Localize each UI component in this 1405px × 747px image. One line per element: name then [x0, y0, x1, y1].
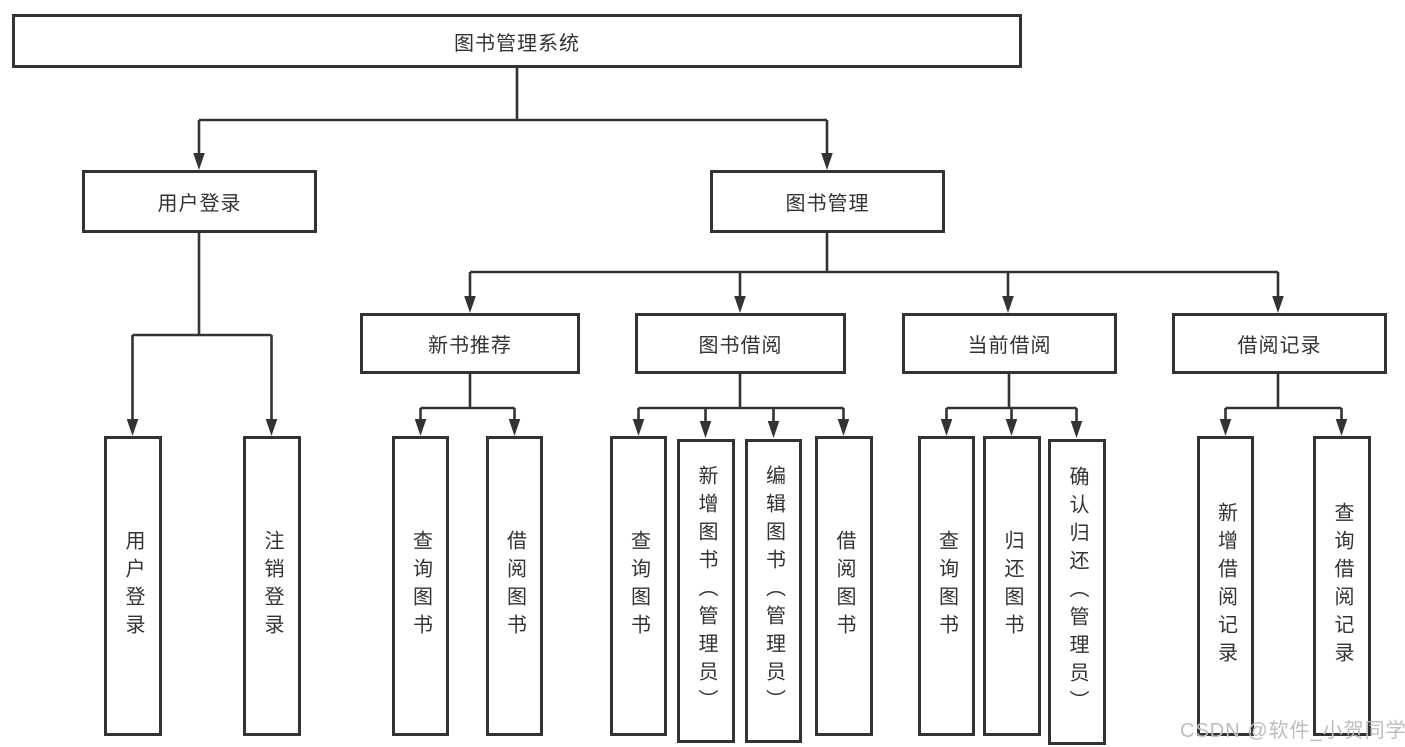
- node-leaf-return-books: 归还图书: [983, 436, 1041, 736]
- node-leaf-query-borrow-record: 查询借阅记录: [1313, 436, 1371, 736]
- node-label: 新增图书（管理员）: [695, 465, 717, 717]
- node-borrow-record: 借阅记录: [1172, 313, 1387, 374]
- node-leaf-add-books-admin: 新增图书（管理员）: [677, 439, 735, 743]
- node-leaf-query-books-2: 查询图书: [610, 436, 667, 736]
- node-label: 查询借阅记录: [1331, 502, 1353, 670]
- node-label: 图书管理系统: [454, 32, 580, 55]
- node-label: 编辑图书（管理员）: [762, 465, 785, 717]
- node-leaf-edit-books-admin: 编辑图书（管理员）: [745, 439, 802, 743]
- node-label: 注销登录: [261, 530, 283, 642]
- csdn-watermark: CSDN @软件_小贺同学: [1180, 720, 1405, 742]
- connector-bookborrow-to-leaves: [637, 374, 845, 425]
- node-label: 图书管理: [785, 193, 870, 215]
- node-label: 查询图书: [627, 530, 650, 642]
- node-label: 图书借阅: [698, 335, 783, 357]
- connector-userlogin-to-leaves: [131, 233, 273, 423]
- node-book-borrow: 图书借阅: [635, 313, 846, 374]
- node-leaf-borrow-books-1: 借阅图书: [486, 436, 543, 736]
- node-label: 借阅图书: [503, 530, 526, 642]
- node-label: 当前借阅: [967, 335, 1052, 357]
- connector-bookmgmt-to-level3: [468, 233, 1280, 300]
- node-label: 借阅图书: [833, 530, 855, 642]
- node-current-borrow: 当前借阅: [902, 313, 1117, 374]
- node-label: 用户登录: [122, 530, 144, 642]
- node-label: 查询图书: [935, 530, 958, 642]
- node-label: 新增借阅记录: [1214, 502, 1237, 670]
- arrowheads: [126, 153, 1348, 438]
- node-root: 图书管理系统: [12, 14, 1022, 68]
- node-user-login: 用户登录: [82, 170, 317, 233]
- connector-root-to-level2: [197, 68, 829, 157]
- node-new-book-recommend: 新书推荐: [360, 313, 580, 374]
- node-label: 确认归还（管理员）: [1066, 466, 1088, 718]
- node-leaf-add-borrow-record: 新增借阅记录: [1197, 436, 1254, 736]
- node-leaf-logout-login: 注销登录: [243, 436, 301, 736]
- node-leaf-user-login: 用户登录: [104, 436, 162, 736]
- node-label: 归还图书: [1001, 530, 1023, 642]
- node-leaf-borrow-books-2: 借阅图书: [815, 436, 873, 736]
- connector-borrowrecord-to-leaves: [1224, 374, 1343, 423]
- connector-currentborrow-to-leaves: [945, 374, 1078, 425]
- node-leaf-query-books-1: 查询图书: [392, 436, 449, 736]
- node-book-management: 图书管理: [710, 170, 945, 233]
- node-label: 借阅记录: [1237, 335, 1322, 357]
- node-leaf-query-books-3: 查询图书: [918, 436, 975, 736]
- node-leaf-confirm-return-admin: 确认归还（管理员）: [1048, 439, 1106, 745]
- node-label: 用户登录: [157, 193, 242, 215]
- connector-newbookrec-to-leaves: [419, 374, 516, 423]
- node-label: 查询图书: [409, 530, 432, 642]
- node-label: 新书推荐: [428, 335, 512, 357]
